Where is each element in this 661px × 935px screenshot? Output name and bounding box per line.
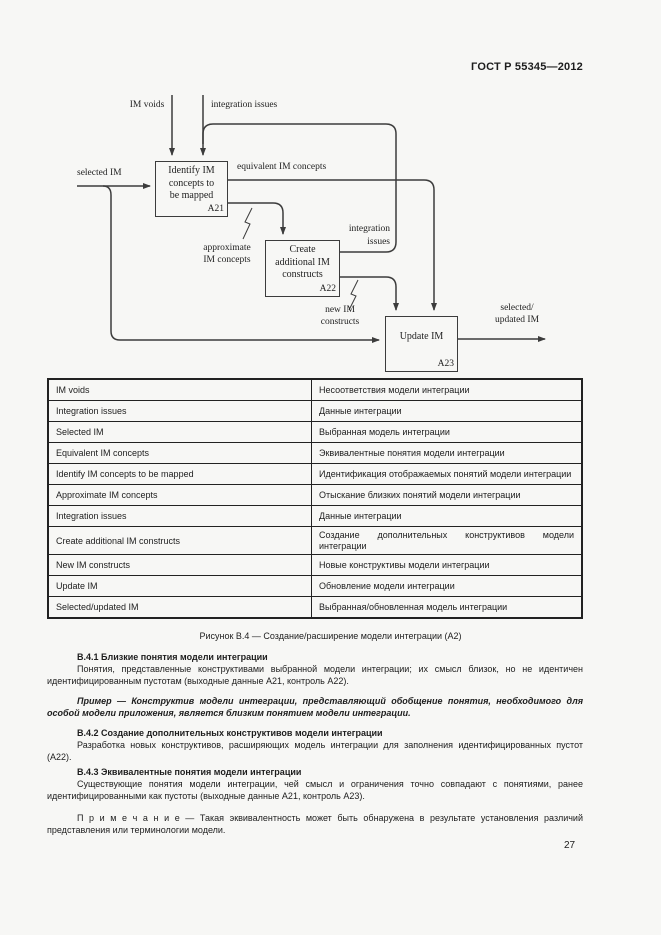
section-paragraph-b41: Понятия, представленные конструктивами в… xyxy=(47,664,583,686)
label-selected-updated-im: selected/ updated IM xyxy=(494,303,540,325)
section-heading-b43: В.4.3 Эквивалентные понятия модели интег… xyxy=(77,767,302,777)
arrow-selected-im-branch xyxy=(102,185,380,343)
cell-en: Identify IM concepts to be mapped xyxy=(47,463,312,485)
label-approximate-im-concepts: approximate IM concepts xyxy=(203,243,251,265)
table-row: Approximate IM concepts Отыскание близки… xyxy=(47,484,583,506)
note-paragraph: П р и м е ч а н и е — Такая эквивалентно… xyxy=(47,813,583,835)
arrow-new-constructs xyxy=(340,276,399,311)
label-integration-issues-mid: integration issues xyxy=(348,224,390,247)
section-paragraph-b42: Разработка новых конструктивов, расширяю… xyxy=(47,740,583,762)
cell-ru: Данные интеграции xyxy=(311,505,583,527)
table-row: New IM constructs Новые конструктивы мод… xyxy=(47,554,583,576)
label-equivalent-im-concepts: equivalent IM concepts xyxy=(237,162,327,172)
section-heading-b42: В.4.2 Создание дополнительных конструкти… xyxy=(77,728,383,738)
label-im-voids: IM voids xyxy=(129,100,165,110)
cell-ru: Новые конструктивы модели интеграции xyxy=(311,554,583,576)
cell-en: Update IM xyxy=(47,575,312,597)
label-new-im-constructs: new IM constructs xyxy=(320,305,360,327)
process-box-a22-label: Create additional IM constructs xyxy=(275,244,330,280)
table-row: Selected IM Выбранная модель интеграции xyxy=(47,421,583,443)
section-heading-b41: В.4.1 Близкие понятия модели интеграции xyxy=(77,652,268,662)
process-box-a21-label: Identify IM concepts to be mapped xyxy=(168,165,215,201)
table-row: Identify IM concepts to be mapped Иденти… xyxy=(47,463,583,485)
cell-ru: Выбранная модель интеграции xyxy=(311,421,583,443)
process-box-a21-code: A21 xyxy=(207,203,224,214)
process-box-a23-label: Update IM xyxy=(399,331,444,342)
cell-en: Approximate IM concepts xyxy=(47,484,312,506)
table-row: IM voids Несоответствия модели интеграци… xyxy=(47,378,583,401)
squiggle-callout-new-constructs xyxy=(348,279,359,311)
squiggle-callout-approximate xyxy=(242,207,253,240)
example-paragraph: Пример — Конструктив модели интеграции, … xyxy=(47,696,583,718)
translation-table: IM voids Несоответствия модели интеграци… xyxy=(47,378,583,619)
arrow-approximate-concepts xyxy=(228,202,286,235)
process-box-a22: Create additional IM constructs A22 xyxy=(265,240,340,297)
cell-en: Selected/updated IM xyxy=(47,596,312,619)
label-selected-im: selected IM xyxy=(77,168,122,178)
cell-ru: Обновление модели интеграции xyxy=(311,575,583,597)
cell-ru: Эквивалентные понятия модели интеграции xyxy=(311,442,583,464)
cell-en: Create additional IM constructs xyxy=(47,526,312,555)
cell-en: IM voids xyxy=(47,378,312,401)
process-box-a23: Update IM A23 xyxy=(385,316,458,372)
label-integration-issues-top: integration issues xyxy=(211,100,278,110)
document-header: ГОСТ Р 55345—2012 xyxy=(471,61,583,73)
table-row: Update IM Обновление модели интеграции xyxy=(47,575,583,597)
table-row: Integration issues Данные интеграции xyxy=(47,505,583,527)
cell-en: Equivalent IM concepts xyxy=(47,442,312,464)
cell-ru: Несоответствия модели интеграции xyxy=(311,378,583,401)
cell-ru: Данные интеграции xyxy=(311,400,583,422)
cell-ru: Создание дополнительных конструктивов мо… xyxy=(311,526,583,555)
section-paragraph-b43: Существующие понятия модели интеграции, … xyxy=(47,779,583,801)
arrow-feedback-loop xyxy=(202,123,397,253)
table-row: Selected/updated IM Выбранная/обновленна… xyxy=(47,596,583,619)
table-row: Equivalent IM concepts Эквивалентные пон… xyxy=(47,442,583,464)
process-box-a22-code: A22 xyxy=(319,283,336,294)
process-box-a23-code: A23 xyxy=(437,358,454,369)
cell-en: Selected IM xyxy=(47,421,312,443)
text-body: В.4.1 Близкие понятия модели интеграции … xyxy=(47,651,583,836)
process-box-a21: Identify IM concepts to be mapped A21 xyxy=(155,161,228,217)
cell-en: Integration issues xyxy=(47,400,312,422)
table-row: Create additional IM constructs Создание… xyxy=(47,526,583,555)
figure-caption: Рисунок В.4 — Создание/расширение модели… xyxy=(199,631,462,641)
cell-en: Integration issues xyxy=(47,505,312,527)
cell-en: New IM constructs xyxy=(47,554,312,576)
cell-ru: Отыскание близких понятий модели интегра… xyxy=(311,484,583,506)
arrow-equivalent-concepts xyxy=(228,179,437,311)
table-row: Integration issues Данные интеграции xyxy=(47,400,583,422)
cell-ru: Выбранная/обновленная модель интеграции xyxy=(311,596,583,619)
page-number: 27 xyxy=(564,840,576,851)
cell-ru: Идентификация отображаемых понятий модел… xyxy=(311,463,583,485)
